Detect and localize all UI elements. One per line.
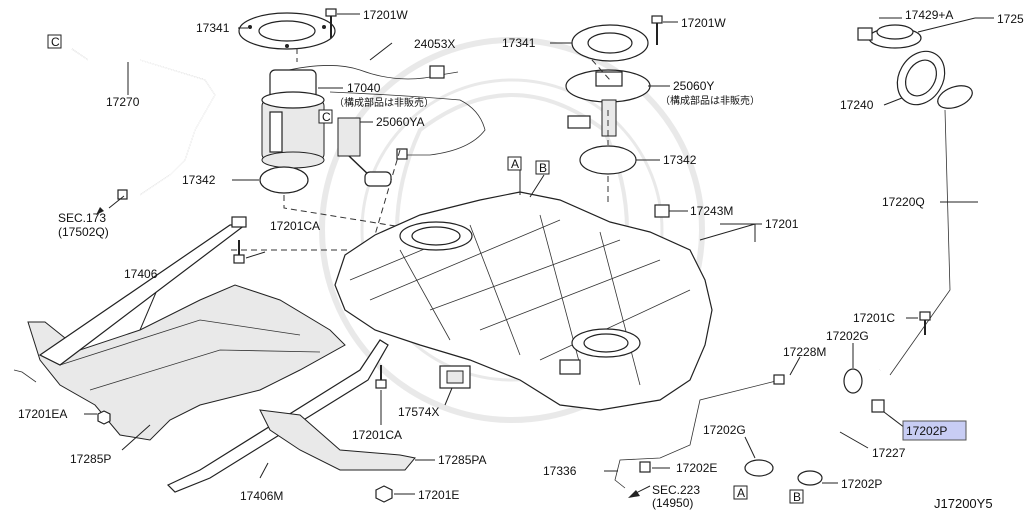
fuel-pump-module-17040[interactable]: [261, 69, 325, 169]
label-17270[interactable]: 17270: [106, 95, 140, 109]
clamp-17202p-lower[interactable]: [797, 470, 823, 486]
filler-lid-17240[interactable]: [888, 43, 954, 113]
label-sec223[interactable]: SEC.223: [652, 483, 700, 497]
harness-24053x[interactable]: [279, 65, 486, 160]
ref-box-a-bottom: A: [733, 485, 748, 500]
heat-shield-17285pa[interactable]: [259, 409, 416, 471]
clip-17202p[interactable]: [871, 399, 885, 413]
label-24053x[interactable]: 24053X: [414, 37, 455, 51]
label-17202g-upper[interactable]: 17202G: [826, 329, 869, 343]
label-17201ca-top[interactable]: 17201CA: [270, 219, 320, 233]
nut-17201ea[interactable]: [97, 410, 111, 425]
strap-17406-top[interactable]: [38, 216, 247, 366]
label-17202p-selected[interactable]: 17202P: [906, 424, 947, 438]
lock-ring-left[interactable]: [238, 12, 336, 50]
label-sec173-sub: (17502Q): [58, 225, 109, 239]
label-17285p[interactable]: 17285P: [70, 452, 111, 466]
label-17201ea[interactable]: 17201EA: [18, 407, 67, 421]
vent-tube-17336[interactable]: [614, 374, 785, 489]
label-25060ya[interactable]: 25060YA: [376, 115, 425, 129]
bolt-17201ca-bottom[interactable]: [375, 365, 387, 389]
ref-box-c-1: C: [47, 34, 62, 49]
label-17342-mid[interactable]: 17342: [663, 153, 697, 167]
label-17240[interactable]: 17240: [840, 98, 874, 112]
diagram-code: J17200Y5: [934, 496, 993, 511]
label-17202g-lower[interactable]: 17202G: [703, 423, 746, 437]
fuel-level-sensor-25060ya[interactable]: [337, 117, 392, 187]
selected-part-17202p[interactable]: 17202P: [902, 420, 967, 441]
bolt-17201ca-top[interactable]: [233, 240, 245, 264]
label-17201c[interactable]: 17201C: [853, 311, 895, 325]
gasket-mid[interactable]: [579, 145, 637, 175]
svg-text:C: C: [322, 110, 331, 124]
label-17228m[interactable]: 17228M: [783, 345, 826, 359]
label-17336[interactable]: 17336: [543, 464, 577, 478]
note-not-sold-1: （構成部品は非販売）: [334, 96, 434, 109]
note-not-sold-2: （構成部品は非販売）: [660, 94, 760, 107]
label-17342-left[interactable]: 17342: [182, 173, 216, 187]
label-17201ca-bottom[interactable]: 17201CA: [352, 428, 402, 442]
ref-box-c-2: C: [318, 109, 333, 124]
label-17227[interactable]: 17227: [872, 446, 906, 460]
bracket-17574x[interactable]: [439, 365, 471, 389]
label-17201w-left[interactable]: 17201W: [363, 8, 408, 22]
svg-text:C: C: [51, 35, 60, 49]
label-17202e[interactable]: 17202E: [676, 461, 717, 475]
label-17341-left[interactable]: 17341: [196, 21, 230, 35]
tube-17270[interactable]: [71, 48, 216, 200]
label-17201e[interactable]: 17201E: [418, 488, 459, 502]
label-17285pa[interactable]: 17285PA: [438, 453, 487, 467]
label-25060y[interactable]: 25060Y: [673, 79, 714, 93]
bolt-17201w-left[interactable]: [325, 8, 337, 38]
label-17201[interactable]: 17201: [765, 217, 799, 231]
label-sec223-sub: (14950): [652, 496, 693, 510]
nut-17201e[interactable]: [375, 485, 393, 503]
label-17574x[interactable]: 17574X: [398, 405, 439, 419]
hose-17227[interactable]: [807, 405, 867, 470]
label-17220q[interactable]: 17220Q: [882, 195, 925, 209]
label-17243m[interactable]: 17243M: [690, 204, 733, 218]
label-sec173[interactable]: SEC.173: [58, 211, 106, 225]
svg-text:A: A: [737, 486, 745, 500]
bolt-17201c[interactable]: [919, 311, 931, 335]
label-17341-mid[interactable]: 17341: [502, 36, 536, 50]
fuel-tank-17201[interactable]: [334, 191, 713, 411]
label-17040[interactable]: 17040: [347, 81, 381, 95]
svg-text:A: A: [511, 157, 519, 171]
ref-box-b-top: B: [535, 160, 550, 175]
ref-box-b-bottom: B: [789, 489, 804, 504]
svg-text:B: B: [539, 161, 547, 175]
svg-text:B: B: [793, 490, 801, 504]
label-17429a[interactable]: 17429+A: [905, 8, 953, 22]
fuel-level-sensor-25060y[interactable]: [565, 69, 651, 137]
label-17406[interactable]: 17406: [124, 267, 158, 281]
label-17202p-lower[interactable]: 17202P: [841, 477, 882, 491]
label-17201w-mid[interactable]: 17201W: [681, 16, 726, 30]
gasket-left[interactable]: [259, 166, 309, 194]
clamp-17202g-upper[interactable]: [843, 368, 863, 394]
ref-box-a-top: A: [507, 156, 522, 171]
lock-ring-mid[interactable]: [571, 24, 649, 62]
bolt-17201w-mid[interactable]: [651, 15, 663, 45]
labels: 17341 17201W 24053X 17270 17040 （構成部品は非販…: [18, 8, 1024, 511]
hose-17228m[interactable]: [755, 373, 830, 447]
strap-17406m[interactable]: [166, 339, 389, 493]
filler-cap-17251[interactable]: [857, 24, 922, 49]
filler-tube-17220q[interactable]: [878, 81, 989, 376]
clip-17201ea[interactable]: [13, 369, 37, 383]
clamp-17202g-lower[interactable]: [744, 459, 774, 477]
label-17406m[interactable]: 17406M: [240, 489, 283, 503]
